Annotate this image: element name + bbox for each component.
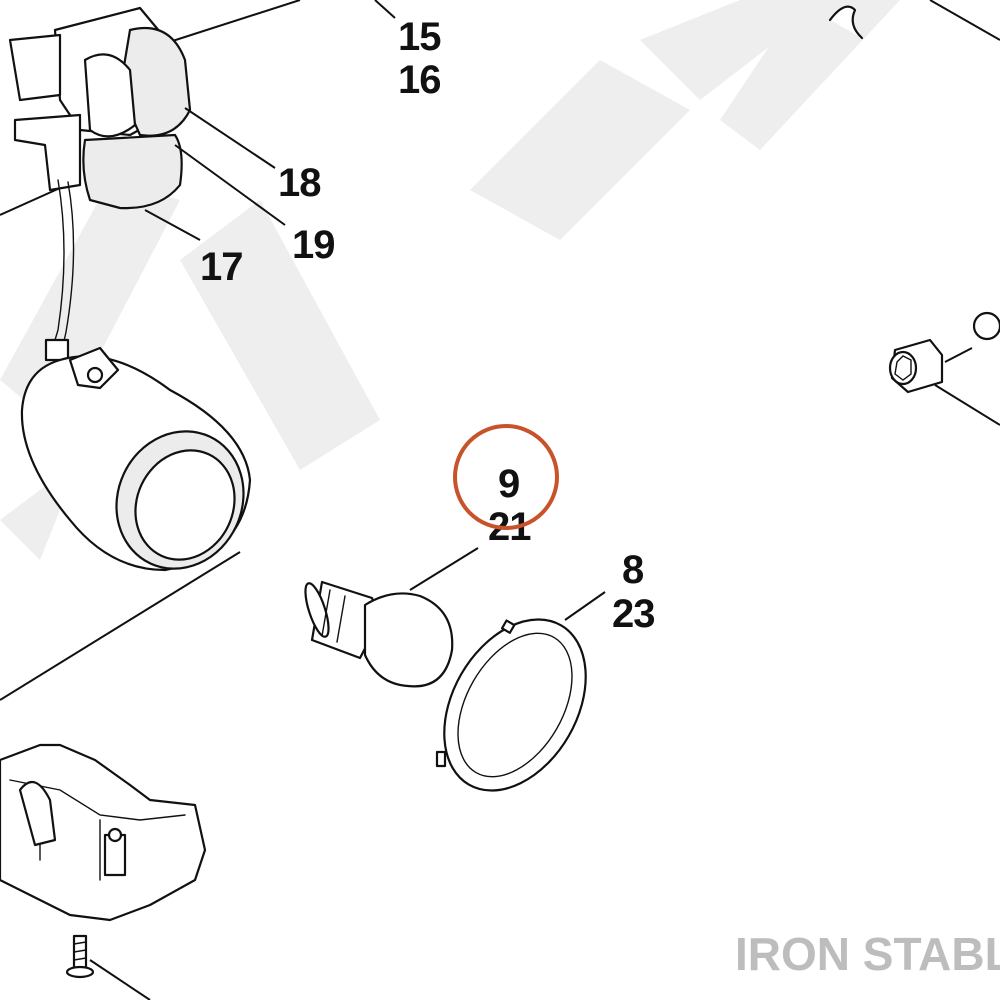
upper-right-part	[828, 5, 864, 40]
callout-17: 17	[200, 245, 243, 289]
callout-19: 19	[292, 223, 335, 267]
screw-part	[65, 934, 95, 979]
callout-23: 23	[612, 592, 655, 636]
callout-leaders	[144, 107, 606, 621]
callout-16: 16	[398, 58, 441, 102]
callout-15: 15	[398, 15, 441, 59]
callout-labels: 15 16 18 19 17 9 21 8 23	[200, 15, 656, 636]
turn-signal-mount-assembly	[8, 6, 192, 362]
bulb-part	[304, 580, 454, 688]
callout-18: 18	[278, 161, 321, 205]
callout-9: 9	[498, 462, 519, 506]
mounting-bracket-part	[0, 743, 207, 922]
brand-watermark: IRON STABLE	[735, 928, 1000, 980]
lens-part	[435, 618, 587, 792]
turn-signal-lamp-housing	[20, 346, 252, 572]
callout-highlight-circle	[453, 424, 559, 530]
callout-8: 8	[622, 548, 644, 592]
set-screw-part	[888, 311, 1000, 394]
